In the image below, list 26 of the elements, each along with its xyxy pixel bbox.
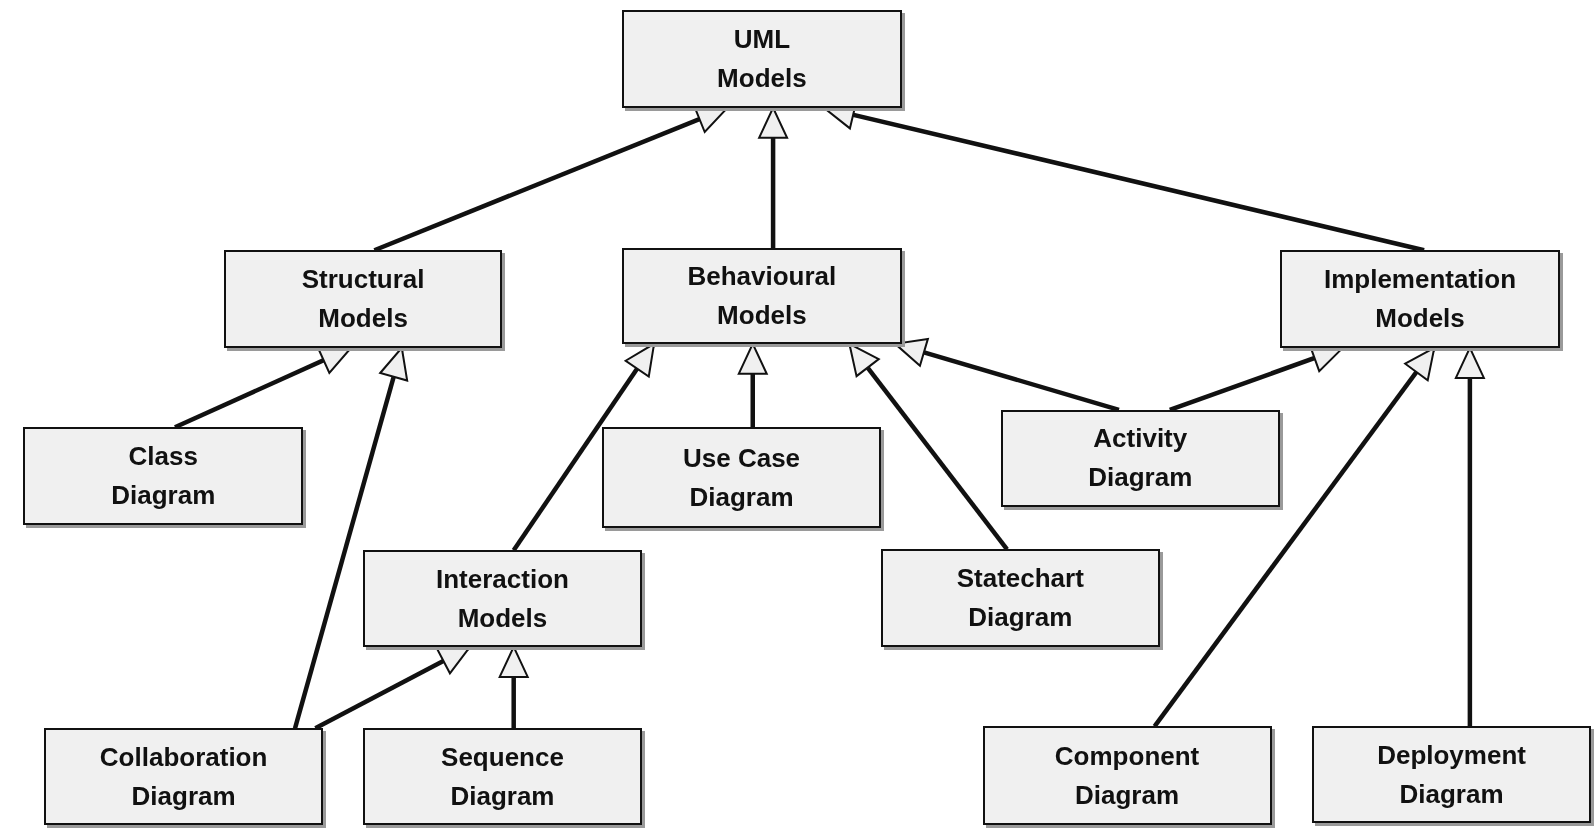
box-label: Interaction Models (435, 562, 570, 635)
box-label: Sequence Diagram (440, 740, 565, 813)
box-label: Class Diagram (110, 440, 217, 513)
model-box (223, 250, 503, 348)
box-label: Behavioural Models (686, 260, 838, 332)
model-box (602, 427, 881, 528)
box-label: Collaboration Diagram (98, 740, 269, 813)
box-label: Structural Models (300, 263, 426, 336)
model-box (621, 248, 903, 344)
box-label: Implementation Models (1322, 263, 1518, 336)
box-label: Activity Diagram (1087, 422, 1194, 495)
model-box (43, 728, 324, 825)
model-box (1000, 409, 1280, 507)
box-label: Deployment Diagram (1376, 738, 1527, 811)
box-label: UML Models (716, 23, 808, 95)
box-label: Statechart Diagram (955, 562, 1085, 635)
model-box (363, 550, 642, 647)
model-box (1279, 250, 1561, 348)
box-label: Use Case Diagram (682, 441, 802, 514)
model-box (1312, 726, 1591, 823)
box-label: Component Diagram (1053, 739, 1201, 812)
model-box (880, 549, 1160, 647)
model-box (982, 726, 1272, 825)
model-box (621, 10, 903, 108)
model-box (23, 427, 304, 525)
model-box (363, 728, 642, 825)
